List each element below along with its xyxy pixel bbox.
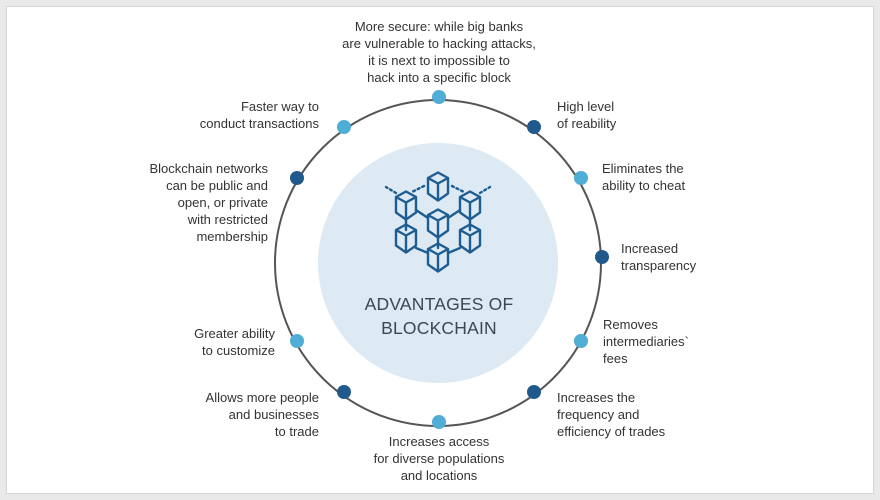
ring-dot (595, 250, 609, 264)
ring-dot (432, 415, 446, 429)
advantage-label-line: ability to cheat (602, 178, 686, 193)
advantage-label: Allows more people and businesses to trade (206, 389, 319, 440)
advantage-label: High level of reability (557, 98, 616, 132)
cube-link (410, 184, 426, 194)
advantage-label: Increased transparency (621, 240, 696, 274)
advantage-label-line: and businesses (228, 407, 319, 422)
cube-link (478, 185, 492, 195)
advantage-label-line: for diverse populations (373, 451, 505, 466)
cube-shape (394, 223, 418, 254)
advantage-label-line: frequency and (557, 407, 640, 422)
advantage-label-line: hack into a specific block (367, 70, 511, 85)
ring-dots (290, 90, 609, 429)
cube-shape (394, 190, 418, 221)
advantage-label: Removes intermediaries` fees (603, 316, 689, 367)
advantage-label-line: intermediaries` (603, 334, 689, 349)
cube-shape (426, 208, 450, 239)
title-line-2: BLOCKCHAIN (381, 318, 497, 338)
ring-dot (527, 120, 541, 134)
blockchain-cubes-icon (384, 171, 492, 273)
cube-shape (458, 190, 482, 221)
advantage-label-line: open, or private (177, 195, 268, 210)
cube-link (414, 246, 430, 255)
ring-dot (432, 90, 446, 104)
advantage-label-line: fees (603, 351, 628, 366)
advantage-label-line: can be public and (166, 178, 268, 193)
advantage-label: Eliminates the ability to cheat (602, 160, 685, 194)
cube-link (446, 246, 462, 255)
advantage-label-line: are vulnerable to hacking attacks, (342, 36, 536, 51)
advantage-label-line: Increases access (388, 434, 490, 449)
advantage-label-line: Blockchain networks (149, 161, 269, 176)
advantage-label-line: it is next to impossible to (368, 53, 510, 68)
ring-dot (337, 385, 351, 399)
title-line-1: ADVANTAGES OF (364, 294, 514, 314)
cube-link (384, 185, 398, 195)
advantage-label-line: efficiency of trades (557, 424, 666, 439)
advantage-label-line: High level (557, 99, 615, 114)
advantage-label: More secure: while big banks are vulnerab… (342, 18, 536, 86)
cube-shape (426, 171, 450, 202)
advantage-label-line: Allows more people (205, 390, 319, 405)
advantage-label: Increases the frequency and efficiency of … (557, 389, 665, 440)
advantage-label: Greater ability to customize (194, 325, 275, 359)
advantage-label-line: membership (196, 229, 268, 244)
ring-dot (574, 334, 588, 348)
cube-shape (458, 223, 482, 254)
advantage-label: Increases access for diverse populations a… (374, 433, 505, 484)
advantage-label-line: Increases the (557, 390, 636, 405)
diagram-title: ADVANTAGES OF BLOCKCHAIN (336, 292, 542, 340)
ring-dot (527, 385, 541, 399)
advantage-label-line: transparency (621, 258, 697, 273)
advantage-label-line: to trade (274, 424, 319, 439)
advantage-label-line: with restricted (187, 212, 268, 227)
advantage-label: Blockchain networks can be public and open… (150, 160, 269, 245)
advantage-label-line: Faster way to (240, 99, 319, 114)
advantage-label: Faster way to conduct transactions (200, 98, 319, 132)
ring-dot (290, 334, 304, 348)
advantage-label-line: Eliminates the (602, 161, 684, 176)
ring-dot (290, 171, 304, 185)
advantage-label-line: and locations (400, 468, 478, 483)
cube-link (414, 208, 430, 220)
cube-shape (426, 242, 450, 273)
advantage-label-line: conduct transactions (199, 116, 319, 131)
advantage-label-line: to customize (202, 343, 275, 358)
advantage-label-line: More secure: while big banks (354, 19, 524, 34)
cube-link (450, 184, 466, 194)
advantage-label-line: of reability (557, 116, 617, 131)
cube-link (446, 208, 462, 220)
ring-dot (574, 171, 588, 185)
advantage-label-line: Removes (603, 317, 658, 332)
ring-dot (337, 120, 351, 134)
advantage-label-line: Increased (621, 241, 679, 256)
advantage-label-line: Greater ability (194, 326, 275, 341)
